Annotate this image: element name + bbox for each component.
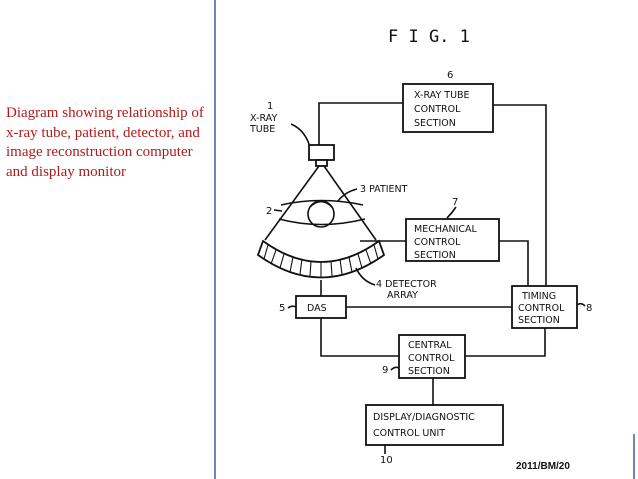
mechanical-control-line1: MECHANICAL <box>414 224 478 235</box>
slide-caption: Diagram showing relationship of x-ray tu… <box>6 105 204 180</box>
display-unit-line1: DISPLAY/DIAGNOSTIC <box>373 412 475 423</box>
central-to-timing-line <box>465 328 546 357</box>
patient-number-pointer <box>273 209 283 212</box>
timing-control-line2: CONTROL <box>518 303 565 314</box>
xray-control-to-tube-line <box>318 102 403 145</box>
central-control-line2: CONTROL <box>408 353 455 364</box>
xray-tube-housing <box>308 144 335 161</box>
patient-label: 3 PATIENT <box>360 184 408 195</box>
xray-tube-control-box <box>402 83 494 133</box>
mechanical-control-line3: SECTION <box>414 250 456 261</box>
figure-title: F I G. 1 <box>388 27 470 47</box>
detector-pointer <box>355 267 376 286</box>
detector-label-line2: ARRAY <box>387 290 418 301</box>
xray-tube-number: 1 <box>267 101 273 112</box>
figure-left-border <box>214 0 216 479</box>
display-unit-number: 10 <box>380 455 393 466</box>
patient-pointer <box>337 188 358 202</box>
mechanical-control-number: 7 <box>452 197 458 208</box>
xray-tube-label-line2: TUBE <box>249 124 275 135</box>
patient-number: 2 <box>266 206 272 217</box>
mechanical-to-timing-line <box>499 240 529 286</box>
central-control-box <box>398 334 466 379</box>
xray-beam-fan <box>264 165 377 241</box>
xray-control-line1: X-RAY TUBE <box>414 90 470 101</box>
patient-head-shape <box>309 200 333 208</box>
central-number-pointer <box>390 366 400 371</box>
timing-control-line1: TIMING <box>521 291 556 302</box>
detector-segments <box>263 244 379 277</box>
mechanical-number-pointer <box>446 206 457 219</box>
das-to-central-line <box>320 318 399 357</box>
das-label: DAS <box>307 303 327 314</box>
xray-tube-port <box>315 159 328 167</box>
xray-tube-label-line1: X-RAY <box>250 113 277 124</box>
central-control-line1: CENTRAL <box>408 340 452 351</box>
xray-control-line2: CONTROL <box>414 104 461 115</box>
display-unit-box <box>365 404 504 446</box>
timing-control-number: 8 <box>586 303 592 314</box>
mechanical-control-line2: CONTROL <box>414 237 461 248</box>
timing-number-pointer <box>576 302 586 307</box>
xray-control-number: 6 <box>447 70 453 81</box>
das-number-pointer <box>287 305 297 309</box>
das-number: 5 <box>279 303 285 314</box>
patient-bed-lower <box>278 218 366 226</box>
xray-control-line3: SECTION <box>414 118 456 129</box>
display-unit-line2: CONTROL UNIT <box>373 428 445 439</box>
central-control-number: 9 <box>382 365 388 376</box>
mechanical-control-box <box>405 218 500 262</box>
slide-reference-code: 2011/BM/20 <box>516 461 570 472</box>
xray-tube-pointer <box>290 123 311 148</box>
xray-control-to-timing-line <box>493 104 547 286</box>
timing-control-line3: SECTION <box>518 315 560 326</box>
figure-right-border <box>633 434 635 479</box>
central-control-line3: SECTION <box>408 366 450 377</box>
timing-control-box <box>511 285 578 329</box>
detector-label-line1: 4 DETECTOR <box>376 279 437 290</box>
detector-array-arc <box>256 239 386 279</box>
